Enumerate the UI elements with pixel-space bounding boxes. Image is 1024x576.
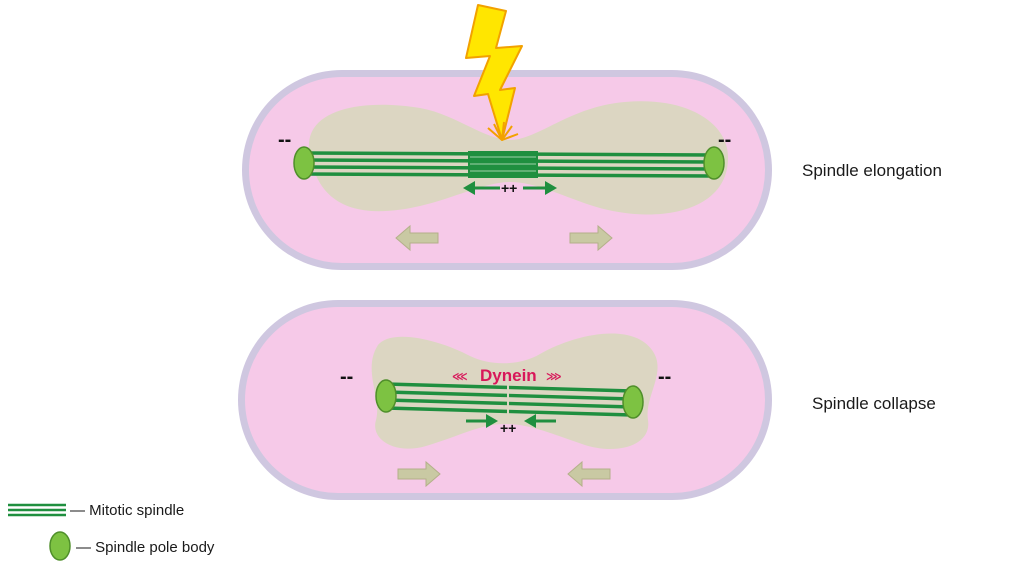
elongation-panel: -- -- ++ Spindle elongation (242, 4, 942, 270)
elongation-minus-left: -- (278, 129, 291, 151)
elongation-minus-right: -- (718, 129, 731, 151)
elongation-move-left-arrow (395, 224, 439, 252)
elongation-spb-left (293, 146, 315, 180)
elongation-arrow-left-head (463, 181, 475, 195)
collapse-spb-right (622, 385, 644, 419)
legend-spindle-swatch (8, 503, 66, 517)
legend-pole-body-label: — Spindle pole body (76, 539, 215, 556)
lightning-spark-icon (487, 121, 519, 141)
collapse-minus-left: -- (340, 366, 353, 388)
collapse-nucleus (371, 333, 658, 450)
collapse-arrow-right-head (524, 414, 536, 428)
legend: — Mitotic spindle — Spindle pole body (8, 502, 215, 561)
dynein-arrows-right: ⋙ (546, 370, 562, 383)
collapse-minus-right: -- (658, 366, 671, 388)
collapse-move-left-arrow (567, 460, 611, 488)
elongation-spb-right (703, 146, 725, 180)
elongation-label: Spindle elongation (802, 161, 942, 180)
elongation-overlap-stripes (470, 156, 536, 172)
collapse-panel: -- -- ⋘ Dynein ⋙ ++ Spindle collapse (238, 300, 936, 500)
collapse-spb-left (375, 379, 397, 413)
collapse-plus-label: ++ (500, 420, 516, 436)
elongation-move-right-arrow (569, 224, 613, 252)
dynein-label: Dynein (480, 366, 537, 385)
legend-spindle-label: — Mitotic spindle (70, 502, 184, 519)
collapse-label: Spindle collapse (812, 394, 936, 413)
elongation-plus-label: ++ (501, 180, 517, 196)
legend-pole-body-icon (49, 531, 71, 561)
dynein-arrows-left: ⋘ (452, 370, 468, 383)
lightning-icon (465, 4, 523, 141)
elongation-arrow-right-head (545, 181, 557, 195)
collapse-move-right-arrow (397, 460, 441, 488)
collapse-arrow-left-head (486, 414, 498, 428)
